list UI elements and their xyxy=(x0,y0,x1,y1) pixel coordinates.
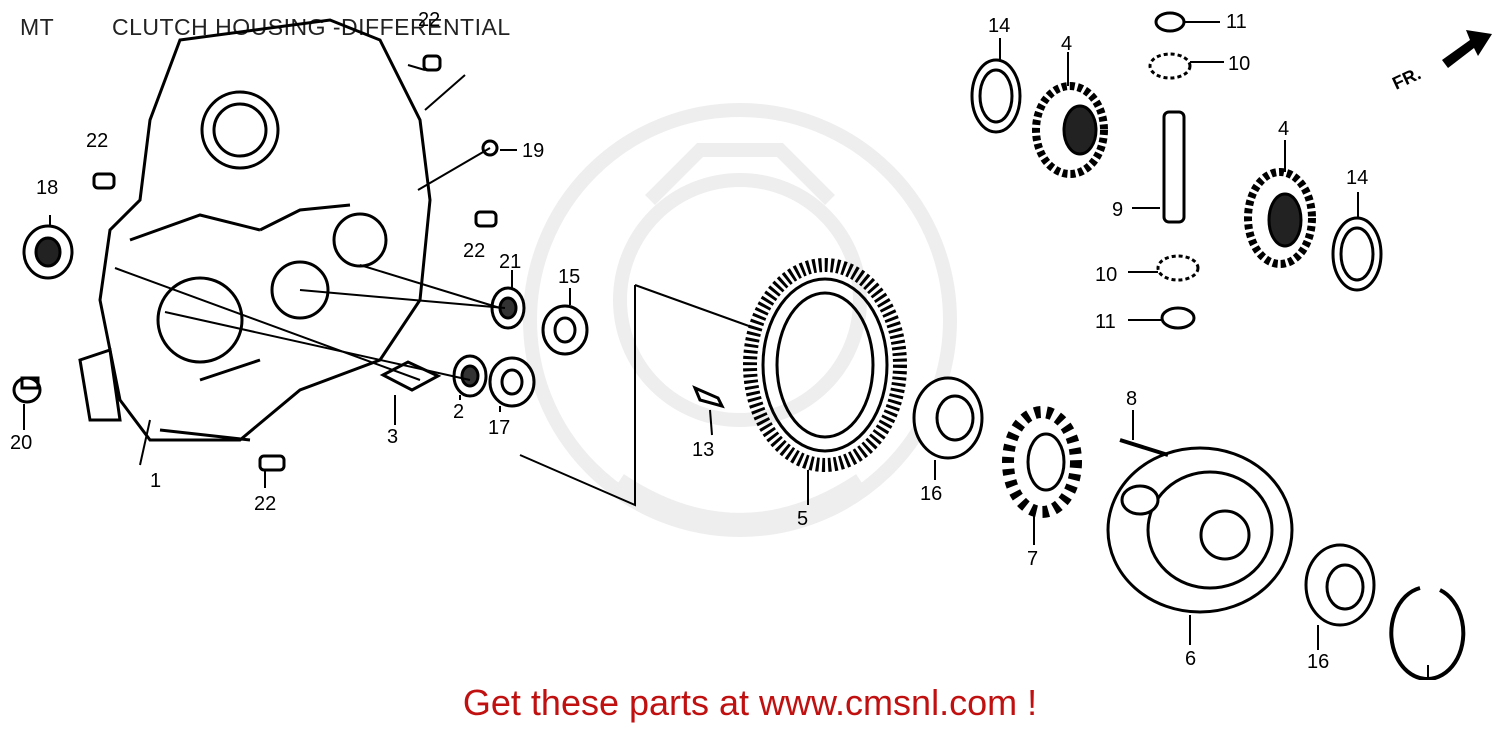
callout-14-left: 14 xyxy=(988,15,1010,37)
callout-4-left: 4 xyxy=(1061,33,1072,55)
callout-5: 5 xyxy=(797,508,808,530)
callout-22-bottom: 22 xyxy=(254,493,276,515)
callout-14-right: 14 xyxy=(1346,167,1368,189)
callout-22-left: 22 xyxy=(86,130,108,152)
callout-11-top: 11 xyxy=(1226,11,1247,33)
callout-21: 21 xyxy=(499,251,521,273)
oil-seal-drawing xyxy=(22,224,74,280)
callout-16-left: 16 xyxy=(920,483,942,505)
differential-gears-drawing xyxy=(970,11,1383,330)
differential-carrier-drawing xyxy=(1106,446,1294,614)
callout-17: 17 xyxy=(488,417,510,439)
callout-6: 6 xyxy=(1185,648,1196,670)
callout-10-bottom: 10 xyxy=(1095,264,1117,286)
front-direction-arrow: FR. xyxy=(1389,30,1492,94)
final-driven-gear-drawing xyxy=(743,258,907,472)
watermark-logo xyxy=(523,103,957,537)
callout-15: 15 xyxy=(558,266,580,288)
diagram-title: CLUTCH HOUSING -DIFFERENTIAL xyxy=(112,14,511,40)
section-code: MT xyxy=(20,14,55,40)
bearing-drawings xyxy=(452,286,589,408)
dowel-pin-drawing xyxy=(92,54,498,472)
callout-8: 8 xyxy=(1126,388,1137,410)
callout-11-bottom: 11 xyxy=(1095,311,1116,333)
callout-20: 20 xyxy=(10,432,32,454)
callout-18: 18 xyxy=(36,177,58,199)
callout-10-top: 10 xyxy=(1228,53,1250,75)
circlip-drawing xyxy=(1389,586,1466,680)
shop-link[interactable]: Get these parts at www.cmsnl.com ! xyxy=(462,682,1038,723)
callout-22-mid: 22 xyxy=(463,240,485,262)
callout-2: 2 xyxy=(453,401,464,423)
callout-numbers: 1 2 3 4 4 5 6 7 8 9 10 10 11 11 12 13 14… xyxy=(10,9,1368,673)
bearing-16-right-drawing xyxy=(1304,543,1376,627)
callout-4-right: 4 xyxy=(1278,118,1289,140)
callout-22-top: 22 xyxy=(418,9,440,31)
exploded-view-diagram: FR. xyxy=(10,9,1492,680)
callout-1: 1 xyxy=(150,470,161,492)
footer-banner: Get these parts at www.cmsnl.com ! xyxy=(0,682,1500,724)
callout-19: 19 xyxy=(522,140,544,162)
clutch-housing-drawing xyxy=(78,18,432,442)
callout-7: 7 xyxy=(1027,548,1038,570)
callout-3: 3 xyxy=(387,426,398,448)
bearing-16-left-drawing xyxy=(912,376,984,460)
pulser-gear-drawing xyxy=(1002,406,1082,518)
leader-lines xyxy=(23,21,1429,680)
drain-plug-drawing xyxy=(12,376,42,404)
direction-label: FR. xyxy=(1389,63,1424,93)
callout-16-right: 16 xyxy=(1307,651,1329,673)
callout-13: 13 xyxy=(692,439,714,461)
callout-9: 9 xyxy=(1112,199,1123,221)
